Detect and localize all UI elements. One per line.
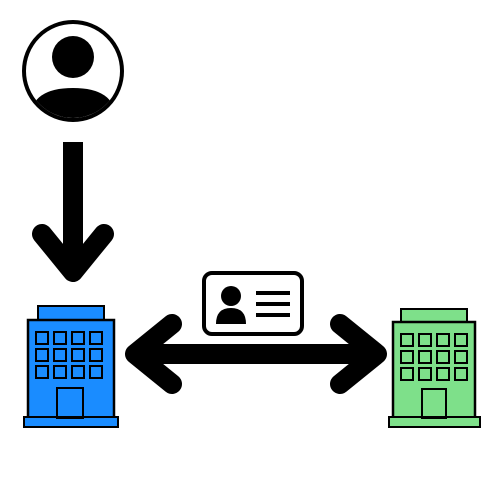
arrow-user-to-building — [32, 142, 114, 282]
id-card-icon — [202, 271, 304, 336]
double-arrow-between-buildings — [125, 314, 387, 394]
office-building-left-icon — [23, 305, 119, 428]
office-building-right-icon — [388, 308, 481, 428]
user-avatar-icon — [22, 20, 124, 122]
